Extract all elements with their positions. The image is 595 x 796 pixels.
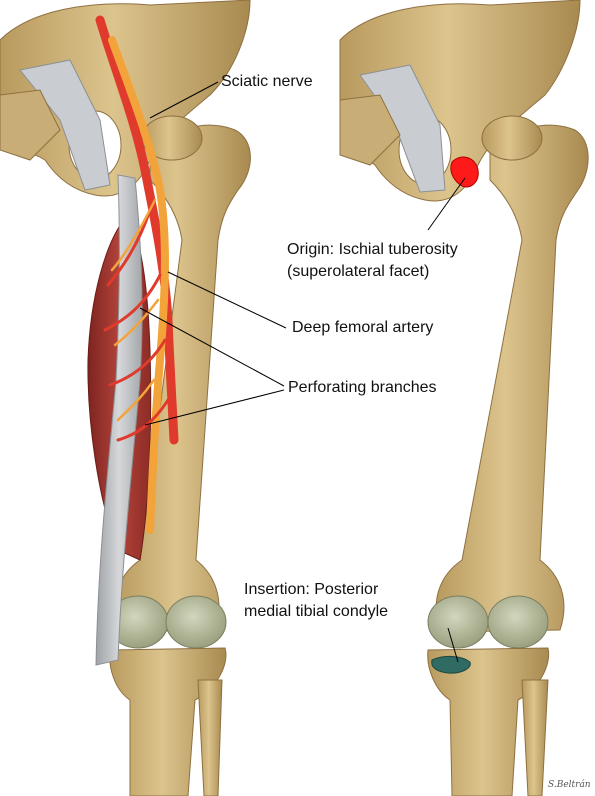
left-sacral-ligament [19, 59, 111, 191]
label-origin-line1: Origin: Ischial tuberosity [287, 241, 458, 258]
perforating-branch-4 [116, 398, 170, 442]
leader-insertion [447, 627, 459, 663]
nerve-branch-1 [110, 198, 157, 272]
left-lateral-condyle [165, 595, 227, 649]
leader-lines [139, 81, 466, 663]
right-femoral-head [481, 115, 543, 161]
left-nerve-branches [110, 198, 160, 422]
left-deep-femoral-artery [95, 15, 179, 445]
right-fibula [521, 679, 549, 796]
leader-perforating-2 [144, 389, 285, 426]
nerve-branch-2 [113, 298, 160, 347]
right-leg-illustration [339, 0, 589, 796]
left-sacrum [0, 89, 61, 161]
label-insertion-line1: Insertion: Posterior [244, 581, 379, 598]
left-tibia [109, 647, 227, 796]
left-fibula [197, 679, 223, 796]
perforating-branch-3 [108, 338, 167, 387]
leader-deep-femoral-artery [167, 271, 287, 329]
right-tibia [427, 647, 550, 796]
nerve-branch-3 [116, 378, 156, 422]
label-perforating-branches: Perforating branches [288, 379, 437, 396]
perforating-branch-1 [106, 208, 152, 287]
leader-perforating-1 [139, 307, 285, 387]
left-sciatic-nerve [108, 36, 169, 534]
insertion-marker [431, 655, 471, 674]
perforating-branch-2 [103, 273, 162, 332]
right-medial-condyle [427, 595, 489, 649]
label-sciatic-nerve: Sciatic nerve [221, 73, 313, 90]
label-origin-line2: (superolateral facet) [287, 263, 430, 280]
leader-origin [427, 177, 466, 231]
right-sacrum [339, 94, 401, 166]
artist-signature: S.Beltrán [548, 780, 591, 790]
left-leg-illustration [0, 0, 251, 796]
label-insertion-line2: medial tibial condyle [244, 603, 389, 620]
label-deep-femoral-artery: Deep femoral artery [292, 319, 434, 336]
left-perforating-branches [103, 208, 170, 442]
origin-marker [450, 156, 479, 188]
right-lateral-condyle [487, 595, 549, 649]
right-femur [435, 124, 589, 633]
leader-sciatic-nerve [149, 81, 219, 119]
